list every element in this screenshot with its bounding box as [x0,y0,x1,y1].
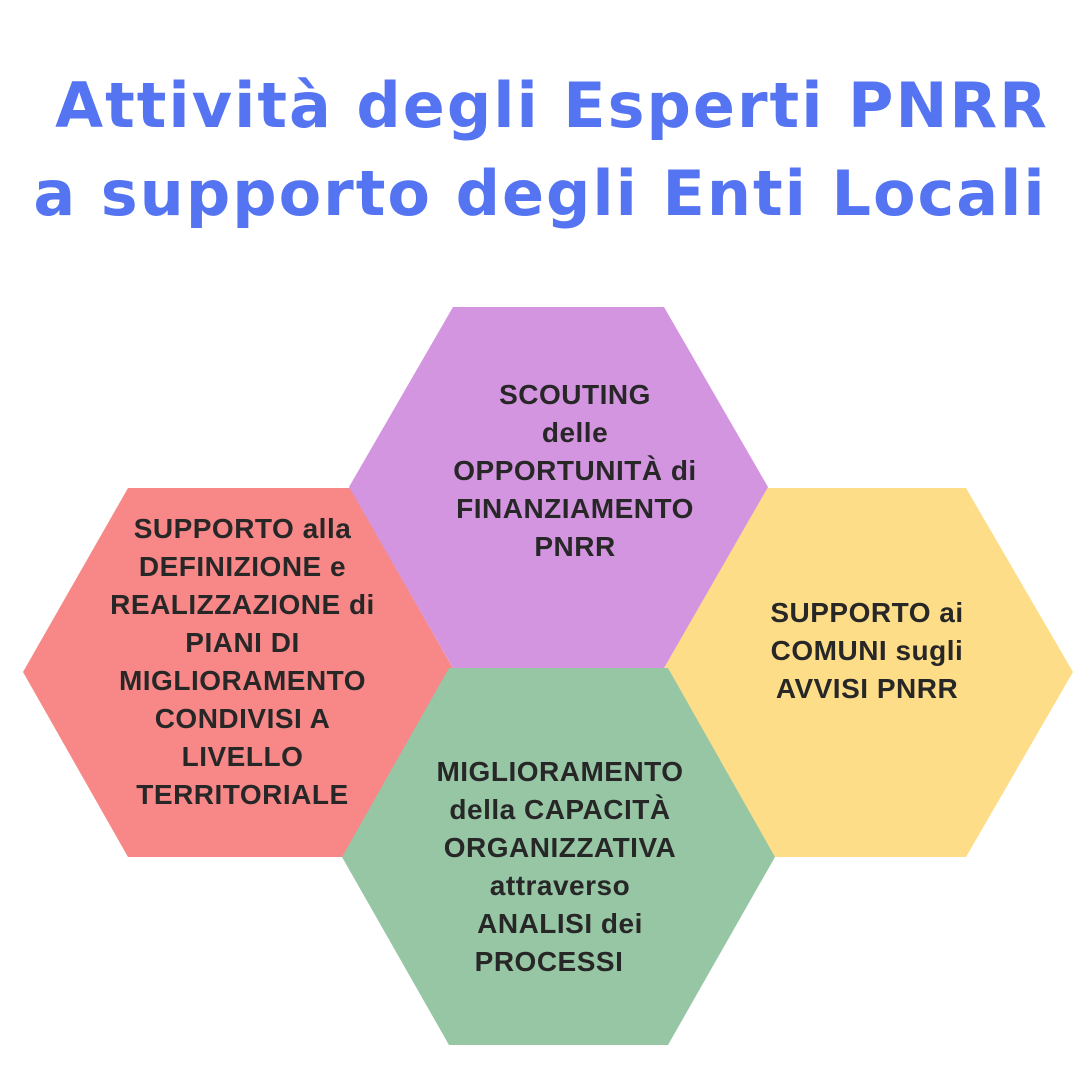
hexagon-scouting-text: SCOUTING delle OPPORTUNITÀ di FINANZIAME… [420,376,730,566]
hex-line: LIVELLO [181,741,304,772]
hexagon-capacita-shape [342,668,775,1045]
hexagon-capacita-text: MIGLIORAMENTO della CAPACITÀ ORGANIZZATI… [405,753,715,981]
hex-line: della CAPACITÀ [449,794,671,825]
hex-line: CONDIVISI A [154,703,331,734]
hexagon-scouting-shape [349,307,768,668]
hex-line: ANALISI dei [477,908,643,939]
hex-line: delle [541,417,609,448]
title-line-2: a supporto degli Enti Locali [33,157,1047,230]
hex-line: ORGANIZZATIVA [443,832,677,863]
hexagon-piani-text: SUPPORTO alla DEFINIZIONE e REALIZZAZION… [80,510,405,814]
hex-line: attraverso [489,870,631,901]
hex-line: REALIZZAZIONE di [110,589,375,620]
hex-line: SUPPORTO alla [133,513,352,544]
hex-line: DEFINIZIONE e [138,551,347,582]
hex-line: TERRITORIALE [136,779,349,810]
hex-line: OPPORTUNITÀ di [453,455,697,486]
hexagon-avvisi-text: SUPPORTO ai COMUNI sugli AVVISI PNRR [722,594,1012,708]
hex-line: PIANI DI [185,627,300,658]
hex-line: AVVISI PNRR [775,673,959,704]
hexagon-piani-shape [23,488,454,857]
hex-line: COMUNI sugli [770,635,964,666]
hex-line: SUPPORTO ai [770,597,964,628]
title-line-1: Attività degli Esperti PNRR [55,69,1049,142]
page-title: Attività degli Esperti PNRR a supporto d… [0,62,1080,238]
hex-line: PROCESSI [474,946,624,977]
hex-line: MIGLIORAMENTO [118,665,367,696]
hex-line: SCOUTING [499,379,651,410]
hex-line: MIGLIORAMENTO [436,756,684,787]
hex-line: FINANZIAMENTO [456,493,694,524]
hex-line: PNRR [534,531,616,562]
